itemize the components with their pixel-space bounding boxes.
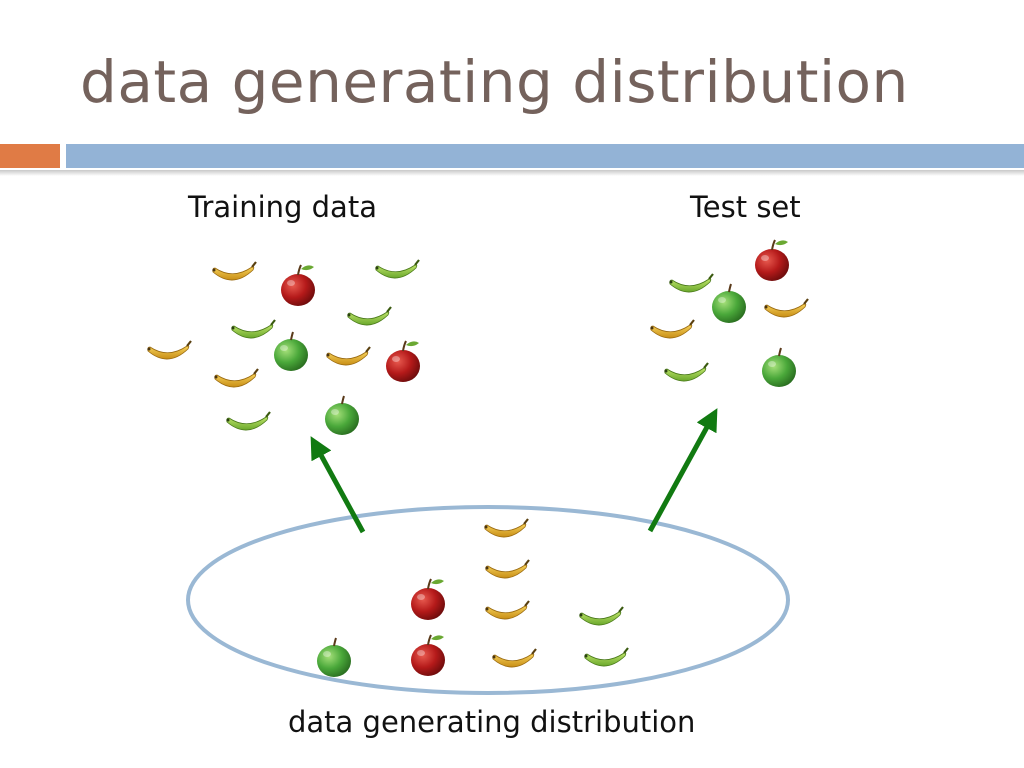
yellow-banana-icon xyxy=(484,599,531,621)
yellow-banana-icon xyxy=(325,345,372,367)
yellow-banana-icon xyxy=(649,318,696,340)
training-fruits xyxy=(146,258,421,436)
green-banana-icon xyxy=(578,605,625,627)
green-banana-icon xyxy=(668,272,715,294)
slide-title: data generating distribution xyxy=(80,48,909,116)
red-apple-icon xyxy=(410,634,446,677)
green-banana-icon xyxy=(225,410,272,432)
yellow-banana-icon xyxy=(491,647,538,669)
title-accent-orange-bar xyxy=(0,144,60,168)
yellow-banana-icon xyxy=(213,367,260,389)
yellow-banana-icon xyxy=(146,339,193,361)
yellow-banana-icon xyxy=(483,517,530,539)
distribution-fruits xyxy=(316,517,630,678)
test-set-label: Test set xyxy=(690,190,801,224)
title-accent-shadow xyxy=(0,170,1024,176)
title-accent-blue-bar xyxy=(66,144,1024,168)
green-apple-icon xyxy=(711,283,747,324)
training-data-label: Training data xyxy=(188,190,377,224)
arrow-to-training xyxy=(310,436,366,534)
yellow-banana-icon xyxy=(763,297,810,319)
test-fruits xyxy=(649,239,810,388)
red-apple-icon xyxy=(385,340,421,383)
arrow-to-test xyxy=(647,408,718,533)
red-apple-icon xyxy=(280,264,316,307)
green-banana-icon xyxy=(346,305,393,327)
red-apple-icon xyxy=(754,239,790,282)
green-banana-icon xyxy=(583,646,630,668)
green-apple-icon xyxy=(761,347,797,388)
green-apple-icon xyxy=(273,331,309,372)
distribution-ellipse xyxy=(186,505,790,695)
yellow-banana-icon xyxy=(211,260,258,282)
green-apple-icon xyxy=(324,395,360,436)
red-apple-icon xyxy=(410,578,446,621)
yellow-banana-icon xyxy=(484,558,531,580)
distribution-label: data generating distribution xyxy=(288,705,696,739)
green-banana-icon xyxy=(663,361,710,383)
green-banana-icon xyxy=(374,258,421,280)
green-apple-icon xyxy=(316,637,352,678)
green-banana-icon xyxy=(230,318,277,340)
